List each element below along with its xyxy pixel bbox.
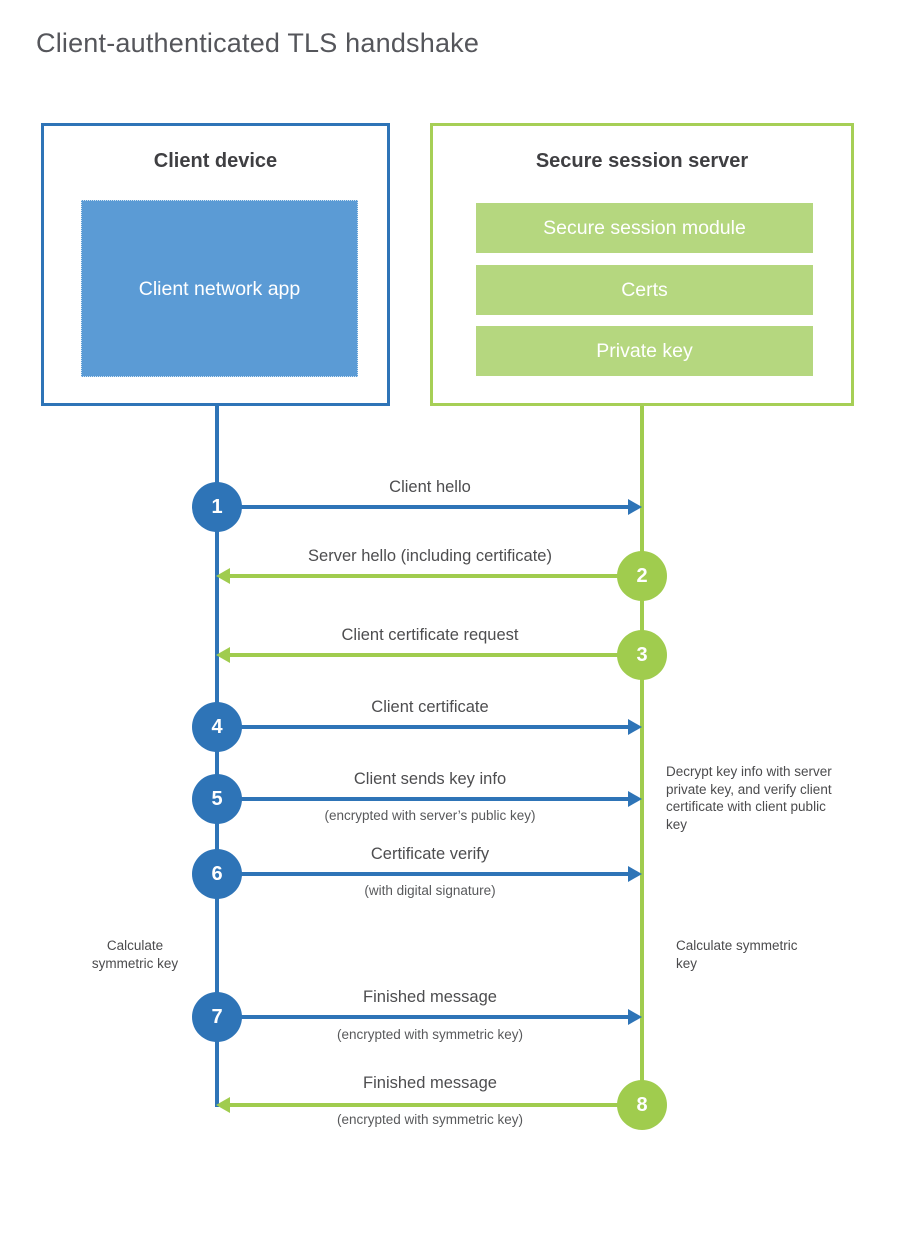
step-number-badge: 2: [617, 551, 667, 601]
arrowhead-right-icon: [628, 1009, 642, 1025]
arrowhead-right-icon: [628, 866, 642, 882]
arrowhead-right-icon: [628, 499, 642, 515]
arrow-line: [240, 725, 628, 729]
server-lifeline: [640, 406, 644, 1107]
step-label: Finished message: [363, 988, 497, 1006]
step-label: Certificate verify: [370, 845, 490, 863]
client-device-box: Client device Client network app: [41, 123, 390, 406]
client-network-app-box: Client network app: [81, 200, 358, 377]
step-label: Client certificate: [371, 698, 489, 716]
arrow-line: [240, 1015, 628, 1019]
arrow-line: [230, 1103, 619, 1107]
arrowhead-left-icon: [216, 568, 230, 584]
server-private-key-bar: Private key: [476, 326, 813, 376]
server-calculate-note: Calculate symmetric key: [676, 938, 798, 971]
server-module-bar: Secure session module: [476, 203, 813, 253]
arrow-line: [230, 574, 619, 578]
server-certs-bar: Certs: [476, 265, 813, 315]
arrow-line: [240, 797, 628, 801]
arrowhead-right-icon: [628, 791, 642, 807]
step-number-badge: 7: [192, 992, 242, 1042]
client-lifeline: [215, 406, 219, 1107]
step-label: Client hello: [389, 478, 471, 496]
arrow-line: [230, 653, 619, 657]
step-label: Finished message: [363, 1074, 497, 1092]
step-number-badge: 3: [617, 630, 667, 680]
client-calculate-note: Calculate symmetric key: [91, 938, 179, 971]
step-label: Client sends key info: [353, 770, 507, 788]
step-number-badge: 1: [192, 482, 242, 532]
arrowhead-left-icon: [216, 1097, 230, 1113]
arrowhead-left-icon: [216, 647, 230, 663]
step-sublabel: (encrypted with symmetric key): [336, 1027, 524, 1042]
arrowhead-right-icon: [628, 719, 642, 735]
step-label: Client certificate request: [341, 626, 519, 644]
page-title: Client-authenticated TLS handshake: [36, 28, 480, 58]
step-label: Server hello (including certificate): [308, 547, 552, 565]
step-sublabel: (with digital signature): [364, 883, 496, 898]
server-box: Secure session server Secure session mod…: [430, 123, 854, 406]
step-number-badge: 8: [617, 1080, 667, 1130]
arrow-line: [240, 505, 628, 509]
step-number-badge: 4: [192, 702, 242, 752]
arrow-line: [240, 872, 628, 876]
client-network-app-label: Client network app: [138, 277, 301, 300]
step-number-badge: 6: [192, 849, 242, 899]
client-device-title: Client device: [153, 150, 278, 172]
server-title: Secure session server: [535, 150, 749, 172]
step-number-badge: 5: [192, 774, 242, 824]
step-sublabel: (encrypted with server’s public key): [324, 808, 536, 823]
step-sublabel: (encrypted with symmetric key): [336, 1112, 524, 1127]
decrypt-note: Decrypt key info with server private key…: [666, 764, 832, 832]
